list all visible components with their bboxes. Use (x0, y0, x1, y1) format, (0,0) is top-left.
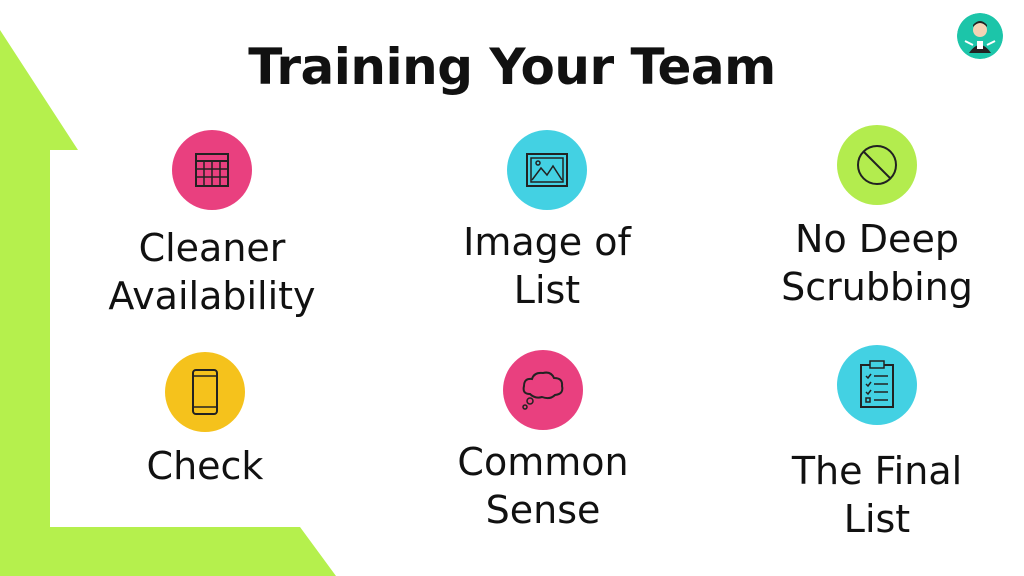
prohibited-icon (857, 145, 897, 185)
brand-logo (957, 13, 1003, 59)
image-icon (526, 153, 568, 187)
topic-no-deep-scrubbing: No Deep Scrubbing (727, 125, 1024, 311)
topic-label: No Deep Scrubbing (781, 217, 973, 309)
phone-icon (192, 369, 218, 415)
topic-circle (165, 352, 245, 432)
topic-circle (837, 345, 917, 425)
thought-bubble-icon (522, 371, 564, 410)
topic-circle (503, 350, 583, 430)
topic-label: Cleaner Availability (108, 226, 316, 318)
topic-circle (172, 130, 252, 210)
topic-label: Check (146, 444, 264, 488)
topic-cleaner-availability: Cleaner Availability (62, 130, 362, 320)
page-title: Training Your Team (248, 38, 776, 96)
topic-label: The Final List (791, 449, 963, 541)
topic-common-sense: Common Sense (393, 350, 693, 534)
clipboard-checklist-icon (860, 360, 894, 408)
topic-check: Check (55, 352, 355, 490)
topic-label: Common Sense (457, 440, 629, 532)
topic-label: Image of List (463, 220, 631, 312)
topic-circle (837, 125, 917, 205)
topic-image-of-list: Image of List (397, 130, 697, 314)
calendar-icon (195, 153, 229, 187)
cleaner-mascot-icon (957, 13, 1003, 59)
topic-the-final-list: The Final List (727, 345, 1024, 543)
topic-circle (507, 130, 587, 210)
